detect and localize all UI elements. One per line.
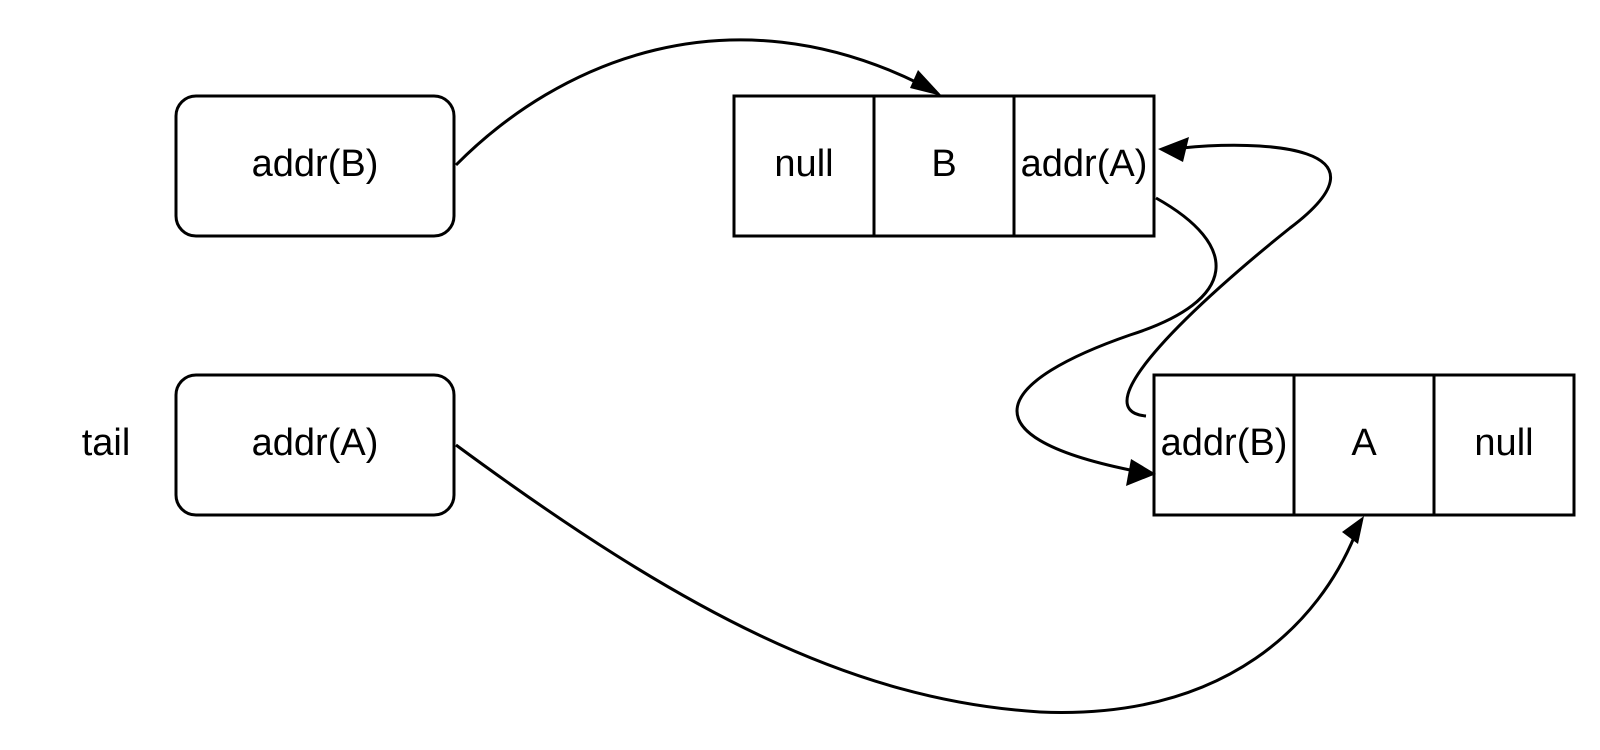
edge-pointer-b-to-node-b-line (454, 38, 921, 167)
node-b: null B addr(A) (732, 94, 1156, 238)
node-a-value-text: A (1351, 422, 1377, 464)
pointer-a-label: addr(A) (252, 422, 379, 464)
node-b-prev-text: null (774, 143, 833, 185)
edge-pointer-b-to-node-b (454, 38, 942, 167)
node-a-next-cell (1432, 373, 1576, 517)
node-b-prev-cell (732, 94, 876, 238)
pointer-b-box (174, 94, 456, 238)
node-b-next-cell (1012, 94, 1156, 238)
pointer-b: addr(B) (174, 94, 456, 238)
node-b-next-text: addr(A) (1021, 143, 1148, 185)
node-a-value-cell (1292, 373, 1436, 517)
pointer-b-label: addr(B) (252, 143, 379, 185)
edge-node-b-next-to-node-a (1015, 196, 1218, 486)
arrow-head-into-node-b-next (1158, 137, 1189, 162)
edge-pointer-a-to-node-a (455, 443, 1364, 714)
pointer-a-box (174, 373, 456, 517)
node-a: addr(B) A null (1152, 373, 1576, 517)
arrow-head-into-node-b (910, 70, 942, 96)
tail-label: tail (82, 422, 131, 464)
edge-pointer-a-to-node-a-line (455, 443, 1357, 714)
edge-node-a-prev-to-node-b (1125, 137, 1333, 418)
edge-node-a-prev-to-node-b-line (1125, 143, 1333, 418)
node-a-prev-cell (1152, 373, 1296, 517)
node-a-next-text: null (1474, 422, 1533, 464)
node-b-value-text: B (931, 143, 956, 185)
edge-node-b-next-to-node-a-line (1015, 196, 1218, 472)
pointer-a: addr(A) (174, 373, 456, 517)
arrow-head-into-node-a-value (1342, 516, 1364, 544)
node-a-prev-text: addr(B) (1161, 422, 1288, 464)
arrow-head-into-node-a-prev (1126, 459, 1156, 486)
